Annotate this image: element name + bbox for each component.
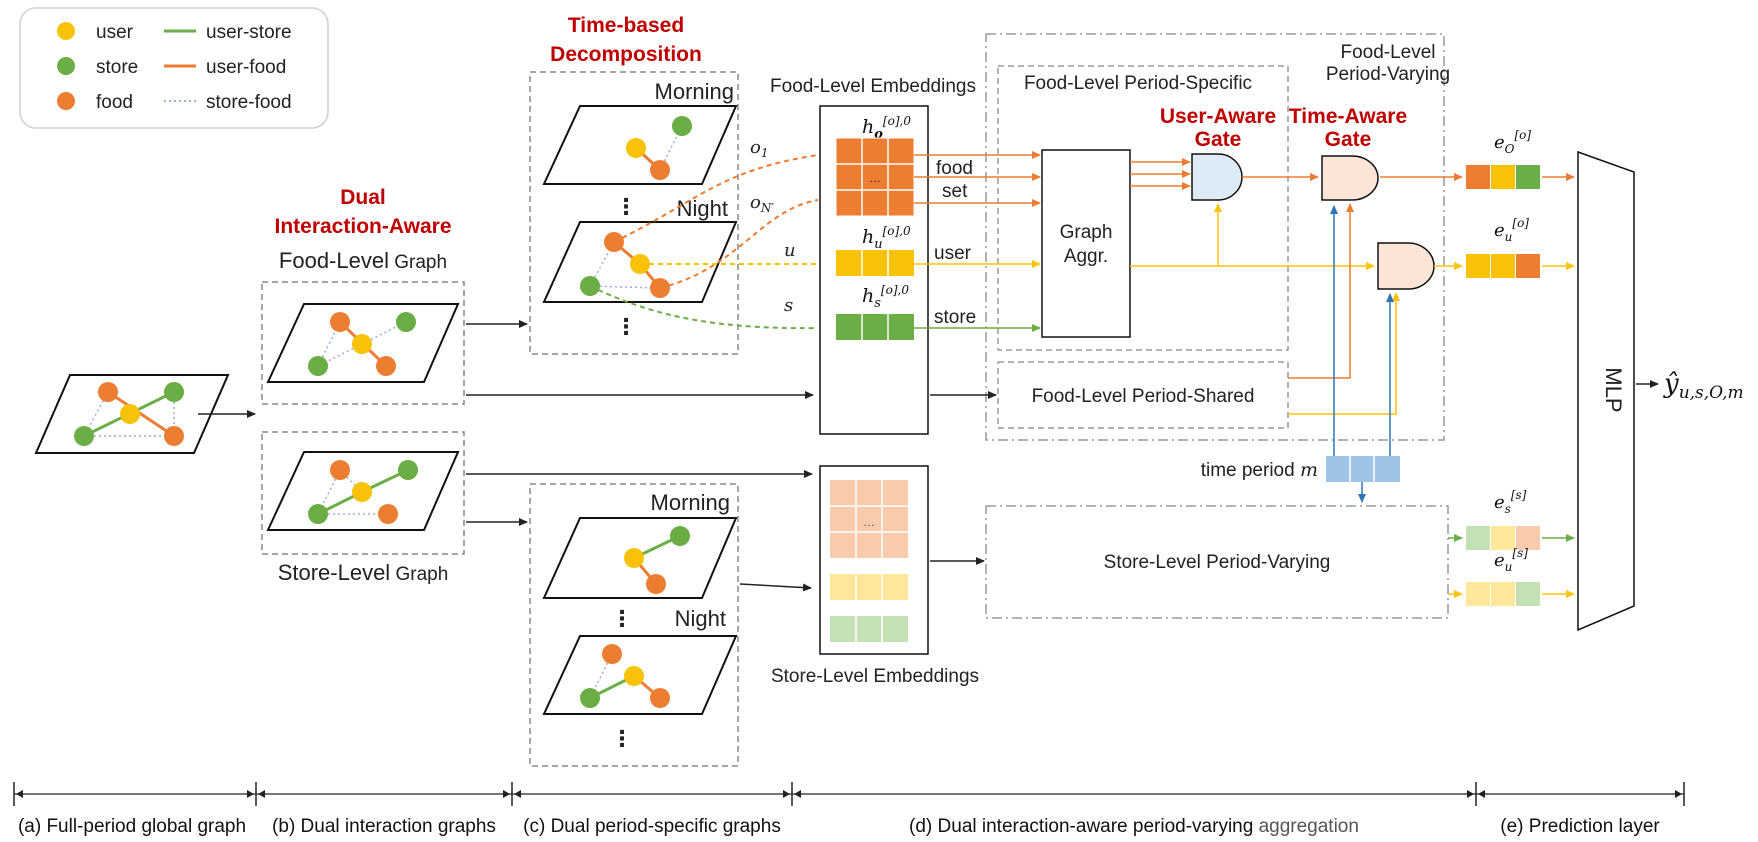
time-aware-gate-food bbox=[1321, 155, 1379, 201]
food-level-graph bbox=[261, 281, 465, 405]
food-ellipsis-2: ⋮ bbox=[615, 314, 637, 339]
store-level-store-row bbox=[830, 616, 908, 642]
time-title-line2: Decomposition bbox=[550, 43, 702, 66]
user-gate-title-line1: User-Aware bbox=[1160, 105, 1276, 128]
legend: user store food user-store user-food sto… bbox=[19, 7, 329, 129]
store-node-legend-icon bbox=[57, 57, 75, 75]
h-o-label: ho[o],0 bbox=[862, 114, 911, 142]
output-es: es[s] bbox=[1466, 488, 1540, 550]
user-node-legend-icon bbox=[57, 22, 75, 40]
full-period-global-graph bbox=[34, 374, 230, 454]
shared-food-to-time-gate bbox=[1288, 203, 1354, 379]
eu-store-label: eu[s] bbox=[1494, 546, 1528, 574]
store-level-user-row bbox=[830, 574, 908, 600]
dual-title-line1: Dual bbox=[340, 186, 386, 209]
food-set-label-1: food bbox=[936, 158, 973, 179]
s-mapping-curve bbox=[589, 285, 819, 330]
fl-period-specific-label: Food-Level Period-Specific bbox=[1024, 73, 1252, 94]
legend-user-store: user-store bbox=[206, 22, 292, 43]
graph-aggr-line2: Aggr. bbox=[1064, 246, 1108, 267]
stage-axis bbox=[13, 782, 1685, 806]
stage-d-label: (d) Dual interaction-aware period-varyin… bbox=[909, 816, 1359, 837]
legend-store-food: store-food bbox=[206, 92, 292, 113]
food-set-label-2: set bbox=[942, 181, 968, 202]
store-level-food-matrix: … bbox=[830, 480, 908, 558]
store-period-graphs: Morning ⋮ Night ⋮ bbox=[529, 483, 739, 767]
fl-period-varying-line2: Period-Varying bbox=[1326, 64, 1450, 85]
es-label: es[s] bbox=[1494, 488, 1527, 516]
oN-label: oN′ bbox=[750, 192, 774, 215]
time-gate-title-line2: Gate bbox=[1325, 128, 1372, 151]
o1-mapping-curve bbox=[613, 154, 819, 243]
food-ellipsis-1: ⋮ bbox=[615, 194, 637, 219]
user-aware-gate bbox=[1191, 153, 1243, 201]
store-matrix-dots: … bbox=[863, 515, 875, 529]
graph-aggr-box bbox=[1041, 149, 1131, 338]
stage-e-label: (e) Prediction layer bbox=[1500, 816, 1660, 837]
time-title-line1: Time-based bbox=[568, 14, 684, 37]
store-level-graph bbox=[261, 431, 465, 555]
food-set-embedding-matrix: … bbox=[835, 137, 915, 217]
oN-mapping-curve bbox=[659, 199, 819, 289]
food-level-period-specific-box bbox=[997, 65, 1289, 351]
store-night-label: Night bbox=[675, 606, 726, 631]
legend-user-food: user-food bbox=[206, 57, 286, 78]
store-ellipsis-2: ⋮ bbox=[611, 726, 633, 751]
stage-a-label: (a) Full-period global graph bbox=[18, 816, 246, 837]
food-level-graph-title: Food-Level Graph bbox=[279, 248, 447, 273]
s-label: s bbox=[784, 295, 793, 316]
fl-period-shared-label: Food-Level Period-Shared bbox=[1032, 386, 1255, 407]
shared-user-to-time-gate bbox=[1288, 292, 1400, 415]
legend-store: store bbox=[96, 57, 138, 78]
time-period-vector bbox=[1326, 456, 1400, 482]
dual-title-line2: Interaction-Aware bbox=[275, 215, 452, 238]
mlp-block bbox=[1577, 150, 1635, 632]
output-eO: eO[o] bbox=[1466, 128, 1540, 189]
sl-period-varying-label: Store-Level Period-Varying bbox=[1104, 552, 1331, 573]
store-embeddings-title: Store-Level Embeddings bbox=[771, 666, 979, 687]
eu-label: eu[o] bbox=[1494, 216, 1529, 244]
output-eu-food: eu[o] bbox=[1466, 216, 1540, 278]
legend-user: user bbox=[96, 22, 134, 43]
time-gate-title-line1: Time-Aware bbox=[1289, 105, 1407, 128]
o1-label: o1 bbox=[750, 137, 768, 160]
u-label: u bbox=[784, 240, 796, 261]
stage-b-label: (b) Dual interaction graphs bbox=[272, 816, 496, 837]
store-ellipsis-1: ⋮ bbox=[611, 606, 633, 631]
food-period-graphs: Morning ⋮ Night ⋮ bbox=[529, 71, 739, 355]
legend-food: food bbox=[96, 92, 133, 113]
food-morning-label: Morning bbox=[655, 79, 734, 104]
food-level-period-varying-box bbox=[985, 33, 1445, 441]
user-label: user bbox=[934, 243, 972, 264]
h-s-label: hs[o],0 bbox=[862, 283, 909, 311]
store-embedding-row bbox=[836, 314, 914, 340]
store-periods-to-embeddings-arrow bbox=[739, 583, 812, 592]
fl-period-varying-line1: Food-Level bbox=[1340, 42, 1435, 63]
food-night-label: Night bbox=[677, 196, 728, 221]
food-embeddings-title: Food-Level Embeddings bbox=[770, 76, 976, 97]
time-aware-gate-user bbox=[1377, 242, 1435, 290]
store-level-period-varying-box bbox=[985, 505, 1449, 619]
user-gate-title-line2: Gate bbox=[1195, 128, 1242, 151]
output-eu-store: eu[s] bbox=[1466, 546, 1540, 606]
store-label: store bbox=[934, 307, 976, 328]
store-level-graph-title: Store-Level Graph bbox=[278, 560, 449, 585]
time-period-label: time period m bbox=[1201, 459, 1318, 481]
food-level-period-shared-box bbox=[997, 361, 1289, 429]
graph-aggr-line1: Graph bbox=[1060, 222, 1113, 243]
food-node-legend-icon bbox=[57, 92, 75, 110]
user-embedding-row bbox=[836, 250, 914, 276]
h-u-label: hu[o],0 bbox=[862, 224, 911, 252]
stage-c-label: (c) Dual period-specific graphs bbox=[523, 816, 781, 837]
store-morning-label: Morning bbox=[651, 490, 730, 515]
prediction-label: ŷu,s,O,m bbox=[1663, 369, 1744, 403]
mlp-label: MLP bbox=[1601, 367, 1626, 412]
eO-label: eO[o] bbox=[1494, 128, 1531, 156]
food-matrix-dots: … bbox=[869, 171, 881, 185]
